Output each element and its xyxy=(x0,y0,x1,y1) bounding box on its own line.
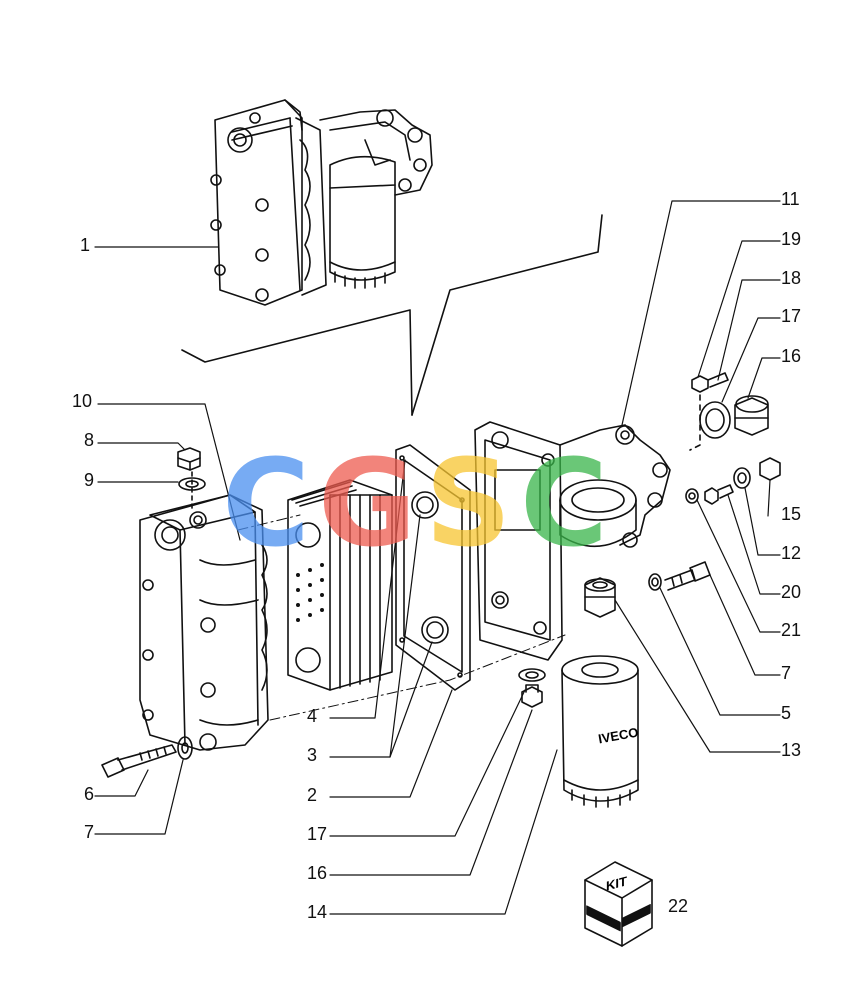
callout-16-upper: 16 xyxy=(781,346,802,366)
callout-4: 4 xyxy=(307,706,318,726)
assembled-oil-cooler-view xyxy=(210,99,433,306)
callout-13: 13 xyxy=(781,740,802,760)
callout-17-upper: 17 xyxy=(781,306,802,326)
watermark-letter-3: S xyxy=(425,435,512,574)
watermark-letter-1: C xyxy=(222,435,311,574)
plug-16-upper xyxy=(734,395,769,436)
washer-21 xyxy=(685,488,699,504)
callout-19: 19 xyxy=(781,229,802,249)
bolt-7-right xyxy=(664,561,711,591)
callout-14: 14 xyxy=(307,902,328,922)
callout-22: 22 xyxy=(668,896,689,916)
watermark-letter-2: G xyxy=(318,435,417,574)
plug-screw-8 xyxy=(177,447,201,471)
washer-17-upper xyxy=(699,401,731,439)
washer-12 xyxy=(733,467,751,489)
callout-2: 2 xyxy=(307,785,318,805)
watermark-letter-4: C xyxy=(520,435,609,574)
callout-7-left: 7 xyxy=(84,822,95,842)
washer-7-left xyxy=(177,736,193,760)
plug-16-lower xyxy=(521,684,543,708)
cooler-core xyxy=(287,479,393,691)
oil-filter-14 xyxy=(561,655,639,808)
callout-9: 9 xyxy=(84,470,95,490)
callout-1: 1 xyxy=(80,235,91,255)
washer-5 xyxy=(648,573,662,591)
callout-3: 3 xyxy=(307,745,318,765)
adapter-13 xyxy=(584,577,616,618)
callout-15: 15 xyxy=(781,504,802,524)
callout-21: 21 xyxy=(781,620,802,640)
callout-8: 8 xyxy=(84,430,95,450)
callout-18: 18 xyxy=(781,268,802,288)
section-lines xyxy=(181,214,603,416)
callout-7-right: 7 xyxy=(781,663,792,683)
plug-15 xyxy=(759,457,781,481)
oil-cooler-cover xyxy=(139,494,269,751)
washer-17-lower xyxy=(518,668,546,682)
kit-box-icon xyxy=(584,861,653,947)
axis-line-19 xyxy=(689,394,701,451)
screw-19 xyxy=(691,372,729,393)
filter-housing-11 xyxy=(474,421,671,661)
callout-5: 5 xyxy=(781,703,792,723)
callout-16-lower: 16 xyxy=(307,863,328,883)
callout-17-lower: 17 xyxy=(307,824,328,844)
alignment-axes xyxy=(237,514,566,721)
callout-12: 12 xyxy=(781,543,802,563)
screw-20 xyxy=(704,484,734,505)
bolt-6 xyxy=(101,744,177,778)
leader-lines xyxy=(94,200,781,915)
callout-6: 6 xyxy=(84,784,95,804)
callout-20: 20 xyxy=(781,582,802,602)
callout-11: 11 xyxy=(781,189,800,209)
callout-10: 10 xyxy=(72,391,93,411)
gasket-2 xyxy=(395,444,471,691)
